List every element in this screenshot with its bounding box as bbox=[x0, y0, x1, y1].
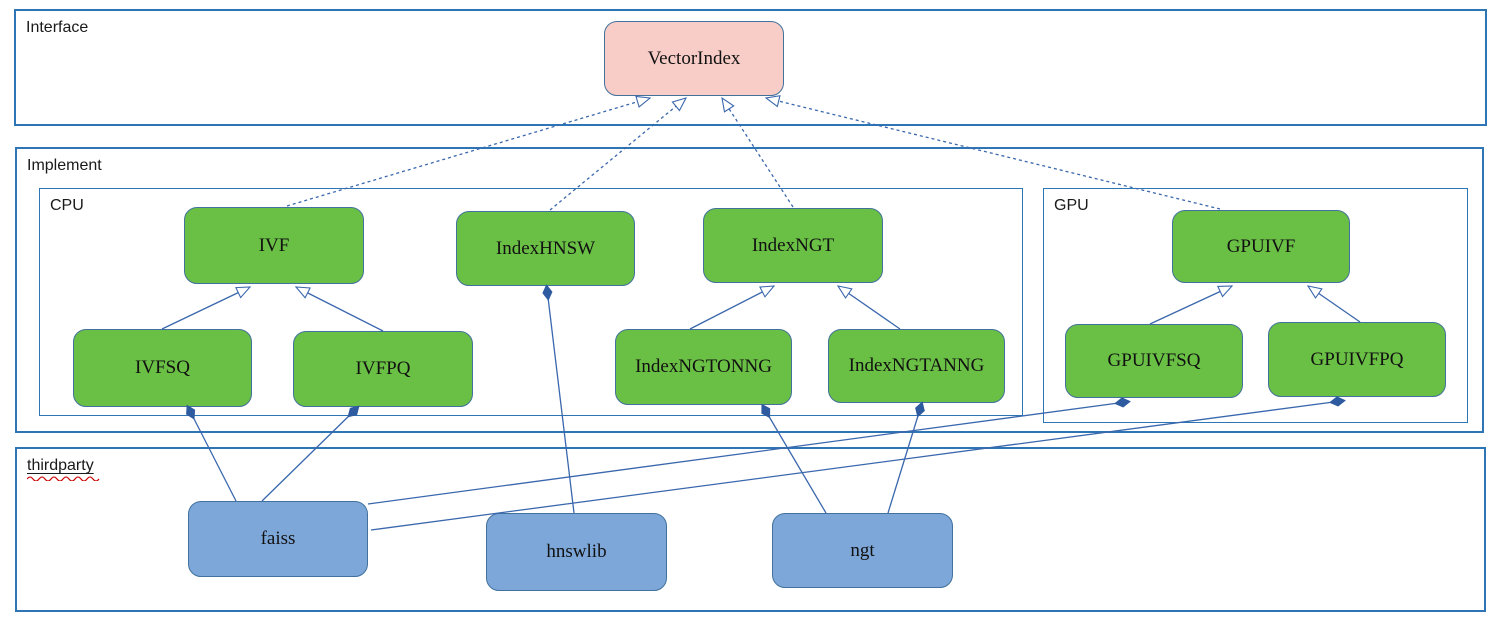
interface-label: Interface bbox=[26, 19, 89, 36]
shape-faiss[interactable]: faiss bbox=[188, 501, 368, 577]
shape-hnswlib[interactable]: hnswlib bbox=[486, 513, 667, 591]
shape-indexngtonng[interactable]: IndexNGTONNG bbox=[615, 329, 792, 405]
shape-label: GPUIVFSQ bbox=[1107, 350, 1201, 371]
shape-ngt[interactable]: ngt bbox=[772, 513, 953, 588]
shape-indexngt[interactable]: IndexNGT bbox=[703, 208, 883, 283]
shape-gpuivfsq[interactable]: GPUIVFSQ bbox=[1065, 324, 1243, 398]
shape-label: IndexNGT bbox=[751, 234, 835, 256]
shape-label: VectorIndex bbox=[647, 47, 741, 69]
shape-label: IVF bbox=[258, 234, 290, 256]
shape-ivfpq[interactable]: IVFPQ bbox=[293, 331, 473, 407]
shape-label: GPUIVFPQ bbox=[1310, 348, 1404, 370]
shape-indexhnsw[interactable]: IndexHNSW bbox=[456, 211, 635, 286]
gpu-label: GPU bbox=[1054, 197, 1089, 214]
implement-label: Implement bbox=[27, 157, 102, 174]
shape-gpuivf[interactable]: GPUIVF bbox=[1172, 210, 1350, 283]
shape-label: hnswlib bbox=[546, 541, 607, 562]
shape-gpuivfpq[interactable]: GPUIVFPQ bbox=[1268, 322, 1446, 397]
thirdparty-label-text: thirdparty bbox=[27, 457, 94, 474]
shape-label: GPUIVF bbox=[1226, 235, 1296, 257]
shape-label: IVFSQ bbox=[135, 357, 190, 378]
shape-ivfsq[interactable]: IVFSQ bbox=[73, 329, 252, 407]
shape-ivf[interactable]: IVF bbox=[184, 207, 364, 284]
shape-label: IVFPQ bbox=[355, 358, 411, 379]
shape-label: faiss bbox=[260, 528, 296, 549]
spellcheck-squiggle-icon bbox=[27, 476, 100, 481]
shape-label: IndexNGTONNG bbox=[635, 356, 772, 377]
thirdparty-label: thirdparty bbox=[27, 457, 101, 481]
cpu-label: CPU bbox=[50, 197, 84, 214]
shape-indexngtanng[interactable]: IndexNGTANNG bbox=[828, 329, 1005, 403]
shape-vectorindex[interactable]: VectorIndex bbox=[604, 21, 784, 96]
shape-label: IndexHNSW bbox=[495, 237, 596, 259]
shape-label: ngt bbox=[850, 539, 875, 561]
shape-label: IndexNGTANNG bbox=[848, 355, 985, 376]
